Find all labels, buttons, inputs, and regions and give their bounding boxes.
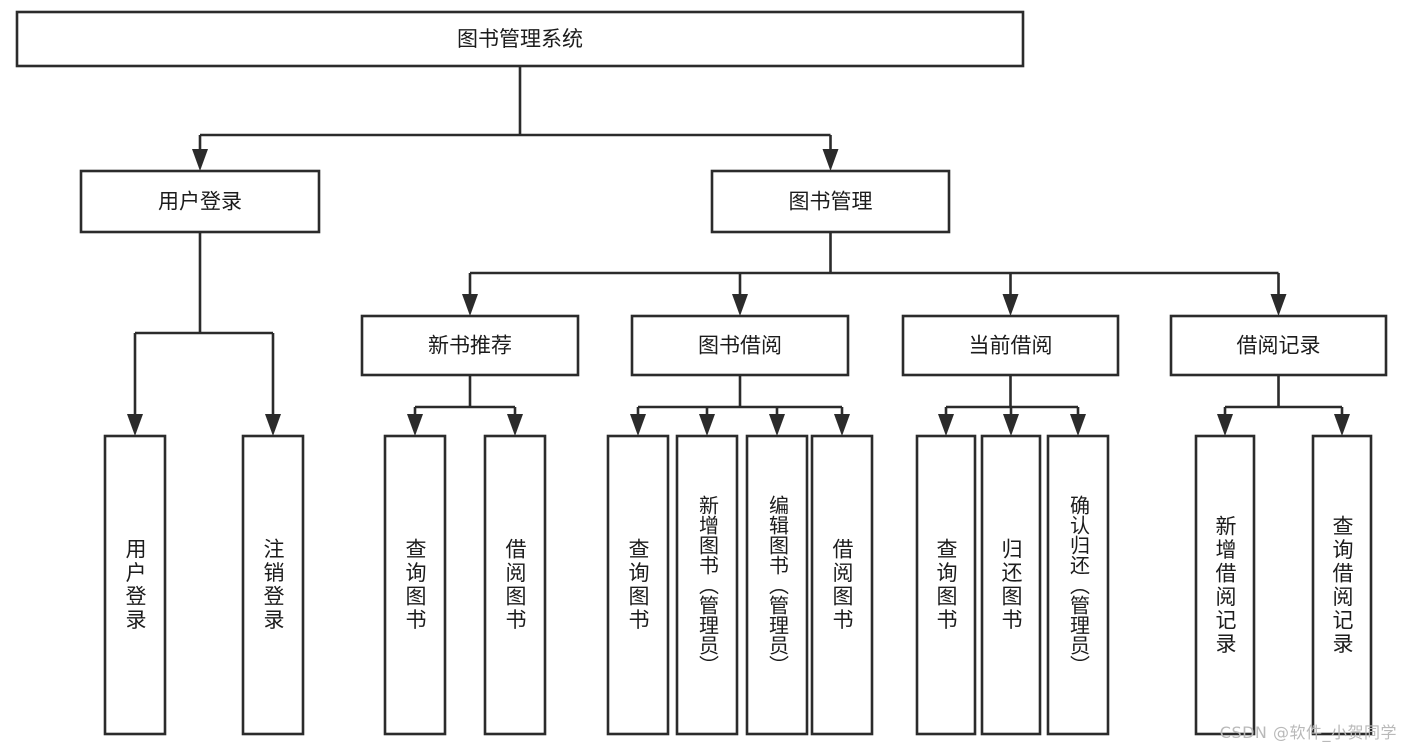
node-box[interactable] xyxy=(745,434,809,736)
node-leaf-query-book-1[interactable] xyxy=(383,434,447,736)
node-box[interactable] xyxy=(79,169,321,234)
arrow-head-icon xyxy=(192,149,208,171)
arrow-head-icon xyxy=(407,414,423,436)
node-leaf-confirm-return[interactable] xyxy=(1046,434,1110,736)
node-label: 图书借阅 xyxy=(698,334,782,358)
arrow-head-icon xyxy=(732,294,748,316)
node-leaf-logout[interactable] xyxy=(241,434,305,736)
connector-book-manage-to-level3 xyxy=(462,232,1287,316)
node-label: 图书管理 xyxy=(789,190,873,214)
node-leaf-borrow-book-2[interactable] xyxy=(810,434,874,736)
node-root[interactable]: 图书管理系统 xyxy=(15,10,1025,68)
node-leaf-query-record[interactable] xyxy=(1311,434,1373,736)
arrow-head-icon xyxy=(1003,414,1019,436)
node-leaf-user-login[interactable] xyxy=(103,434,167,736)
node-label: 用户登录 xyxy=(158,190,242,214)
connector-layer xyxy=(127,66,1350,436)
arrow-head-icon xyxy=(507,414,523,436)
arrow-head-icon xyxy=(938,414,954,436)
arrow-head-icon xyxy=(769,414,785,436)
arrow-head-icon xyxy=(1270,294,1287,316)
node-box[interactable] xyxy=(241,434,305,736)
arrow-head-icon xyxy=(834,414,850,436)
node-label: 借阅记录 xyxy=(1237,334,1321,358)
connector-user-login-to-leaves xyxy=(127,232,281,436)
node-label: 新书推荐 xyxy=(428,334,512,358)
node-box[interactable] xyxy=(1169,314,1388,377)
connector-book-borrow-to-leaves xyxy=(630,375,850,436)
node-leaf-return-book[interactable] xyxy=(980,434,1042,736)
node-leaf-edit-book[interactable] xyxy=(745,434,809,736)
node-label: 当前借阅 xyxy=(969,334,1053,358)
node-box[interactable] xyxy=(103,434,167,736)
node-box[interactable] xyxy=(901,314,1120,377)
arrow-head-icon xyxy=(1334,414,1350,436)
arrow-head-icon xyxy=(1002,294,1019,316)
node-label: 图书管理系统 xyxy=(457,27,583,51)
arrow-head-icon xyxy=(1070,414,1086,436)
node-box[interactable] xyxy=(360,314,580,377)
node-box[interactable] xyxy=(1311,434,1373,736)
node-leaf-add-record[interactable] xyxy=(1194,434,1256,736)
connector-borrow-record-to-leaves xyxy=(1217,375,1350,436)
arrow-head-icon xyxy=(127,414,143,436)
node-user-login[interactable]: 用户登录 xyxy=(79,169,321,234)
node-box[interactable] xyxy=(1194,434,1256,736)
node-box[interactable] xyxy=(980,434,1042,736)
node-leaf-borrow-book-1[interactable] xyxy=(483,434,547,736)
node-box[interactable] xyxy=(710,169,951,234)
node-box[interactable] xyxy=(630,314,850,377)
node-leaf-add-book[interactable] xyxy=(675,434,739,736)
node-box[interactable] xyxy=(675,434,739,736)
node-leaf-query-book-3[interactable] xyxy=(915,434,977,736)
node-current-borrow[interactable]: 当前借阅 xyxy=(901,314,1120,377)
arrow-head-icon xyxy=(630,414,646,436)
node-book-borrow[interactable]: 图书借阅 xyxy=(630,314,850,377)
node-leaf-query-book-2[interactable] xyxy=(606,434,670,736)
arrow-head-icon xyxy=(822,149,839,171)
arrow-head-icon xyxy=(1217,414,1233,436)
node-book-manage[interactable]: 图书管理 xyxy=(710,169,951,234)
connector-root-to-level2 xyxy=(192,66,839,171)
connector-new-book-recommend-to-leaves xyxy=(407,375,523,436)
node-box[interactable] xyxy=(1046,434,1110,736)
node-box[interactable] xyxy=(810,434,874,736)
arrow-head-icon xyxy=(462,294,478,316)
node-borrow-record[interactable]: 借阅记录 xyxy=(1169,314,1388,377)
node-box[interactable] xyxy=(383,434,447,736)
node-box[interactable] xyxy=(915,434,977,736)
connector-current-borrow-to-leaves xyxy=(938,375,1086,436)
node-box[interactable] xyxy=(606,434,670,736)
arrow-head-icon xyxy=(699,414,715,436)
arrow-head-icon xyxy=(265,414,281,436)
node-box[interactable] xyxy=(483,434,547,736)
node-box[interactable] xyxy=(15,10,1025,68)
watermark-text: CSDN @软件_小贺同学 xyxy=(1219,723,1397,742)
node-new-book-recommend[interactable]: 新书推荐 xyxy=(360,314,580,377)
